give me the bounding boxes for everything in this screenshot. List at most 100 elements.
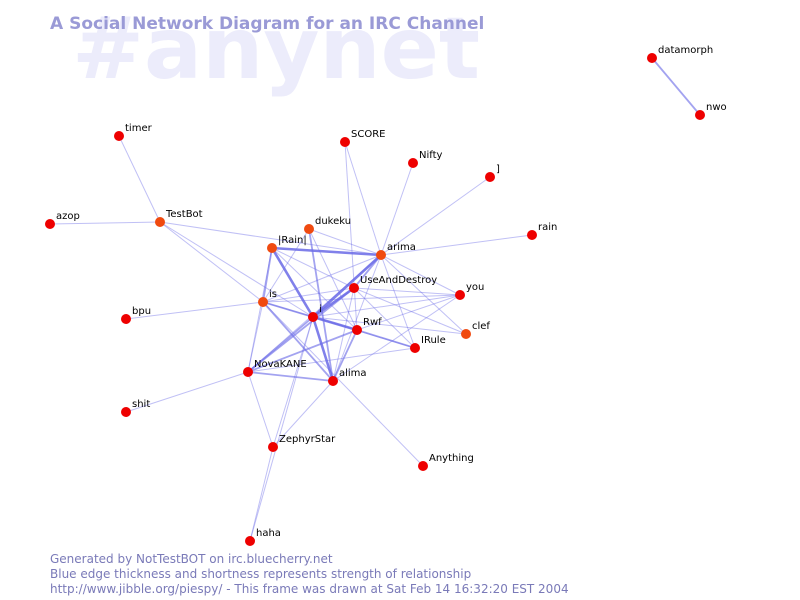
node-rain: |Rain| [267, 235, 307, 253]
edge-score-arima [344, 141, 382, 256]
edge-arima-is [262, 254, 382, 303]
node-dot [376, 250, 386, 260]
node-haha: haha [245, 528, 281, 546]
edge-testbot-i [159, 221, 314, 318]
edge-is-i [262, 301, 314, 318]
edge-testbot-arima [159, 221, 382, 256]
footer-frame-info: http://www.jibble.org/piespy/ - This fra… [50, 582, 569, 596]
node-timer: timer [114, 123, 153, 141]
node-bpu: bpu [121, 306, 151, 324]
node-label: IRule [421, 335, 446, 346]
edge-rain-is [262, 247, 273, 303]
node-zephyrstar: ZephyrStar [268, 434, 336, 452]
node-label: |Rain| [278, 235, 307, 246]
edge-azop-testbot [49, 221, 161, 225]
edge-is-novakane [247, 301, 264, 373]
node-label: alima [339, 368, 367, 379]
node-dot [245, 536, 255, 546]
edge-i-clef [312, 316, 467, 335]
node-dot [267, 243, 277, 253]
edge-i-haha [249, 316, 314, 542]
edge-score-rwf [344, 141, 358, 331]
edge-rwf-irule [356, 329, 416, 349]
node-novakane: NovaKANE [243, 359, 307, 377]
node-shit: shit [121, 399, 150, 417]
node-label: i [319, 304, 322, 315]
node-alima: alima [328, 368, 367, 386]
edge-useanddestroy-clef [353, 287, 467, 335]
node-arima: arima [376, 242, 416, 260]
node-clef: clef [461, 321, 490, 339]
edge-arima-you [380, 254, 461, 296]
node-label: Nifty [419, 150, 443, 161]
node-is: is [258, 289, 277, 307]
node-dot [121, 314, 131, 324]
edge-alima-you [332, 294, 461, 382]
node-dot [455, 290, 465, 300]
footer: Generated by NotTestBOT on irc.bluecherr… [50, 552, 569, 597]
edge-dukeku-is [262, 228, 310, 303]
edge-useanddestroy-is [262, 287, 355, 303]
footer-legend-note: Blue edge thickness and shortness repres… [50, 567, 472, 581]
node-label: ] [496, 164, 500, 175]
channel-watermark: #anynet [72, 0, 480, 99]
node-dot [352, 325, 362, 335]
node-dot [258, 297, 268, 307]
node-dot [308, 312, 318, 322]
footer-generated-by: Generated by NotTestBOT on irc.bluecherr… [50, 552, 333, 566]
edge-i-zephyrstar [272, 316, 314, 448]
edge-is-alima [262, 301, 334, 382]
edge-arima-i [312, 254, 382, 318]
node-i: i [308, 304, 322, 322]
node-irule: IRule [410, 335, 446, 353]
edge-novakane-shit [125, 371, 249, 413]
edge-arima-clef [380, 254, 467, 335]
edge-is-you [262, 294, 461, 303]
edge-i-you [312, 294, 461, 318]
edge-novakane-zephyrstar [247, 371, 274, 448]
edge-zephyrstar-haha [249, 446, 274, 542]
node-label: clef [472, 321, 490, 332]
node-label: rain [538, 222, 557, 233]
node-dot [121, 407, 131, 417]
node-label: ZephyrStar [279, 434, 336, 445]
node-useanddestroy: UseAndDestroy [349, 275, 437, 293]
node-dot [155, 217, 165, 227]
node-dot [647, 53, 657, 63]
edge-nifty-arima [380, 162, 414, 256]
node-score: SCORE [340, 129, 385, 147]
node-label: nwo [706, 102, 727, 113]
edge-testbot-is [159, 221, 264, 303]
node-label: arima [387, 242, 416, 253]
node-label: bpu [132, 306, 151, 317]
edge-rain-arima [380, 234, 533, 256]
node-dot [418, 461, 428, 471]
node-anything: Anything [418, 453, 474, 471]
node-label: is [269, 289, 277, 300]
node-dot [527, 230, 537, 240]
node-label: you [466, 282, 484, 293]
edge-rwf-you [356, 294, 461, 331]
edge-novakane-alima [247, 371, 334, 382]
node-dot [304, 224, 314, 234]
edge-arima-irule [380, 254, 416, 349]
node-dot [243, 367, 253, 377]
edge-novakane-irule [247, 347, 416, 373]
node-dot [485, 172, 495, 182]
edge-is-bpu [125, 301, 264, 320]
node-dot [45, 219, 55, 229]
edge-rwf-novakane [247, 329, 358, 373]
edge-datamorph-nwo [651, 57, 701, 116]
edge-useanddestroy-irule [353, 287, 416, 349]
node-label: TestBot [165, 209, 203, 220]
edge-rwf-alima [332, 329, 358, 382]
edge-useanddestroy-you [353, 287, 461, 296]
edge-is-anything [262, 301, 424, 467]
node-dot [349, 283, 359, 293]
node-label: haha [256, 528, 281, 539]
node-nifty: Nifty [408, 150, 443, 168]
node-azop: azop [45, 211, 80, 229]
edge-dukeku-arima [308, 228, 382, 256]
